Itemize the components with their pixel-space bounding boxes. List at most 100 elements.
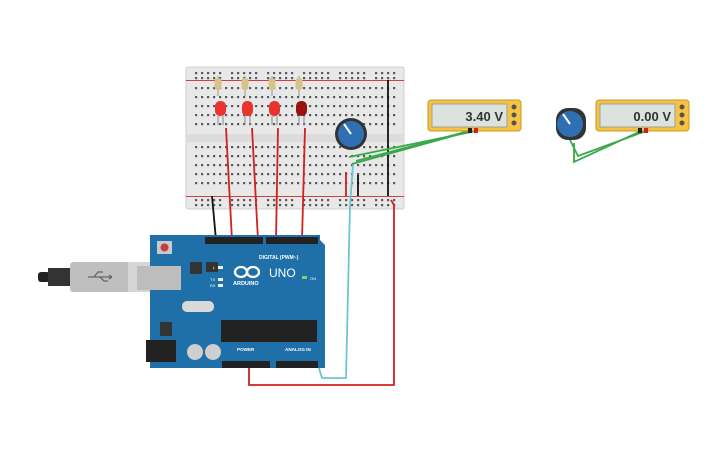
breadboard-hole	[237, 146, 240, 149]
breadboard-hole	[291, 123, 294, 126]
breadboard-hole	[351, 77, 354, 80]
breadboard-hole	[285, 123, 288, 126]
breadboard-hole	[363, 77, 366, 80]
breadboard-hole	[243, 173, 246, 176]
breadboard-hole	[285, 146, 288, 149]
breadboard-hole	[333, 155, 336, 158]
breadboard-hole	[273, 77, 276, 80]
breadboard-hole	[225, 114, 228, 117]
breadboard-hole	[309, 114, 312, 117]
breadboard[interactable]	[185, 66, 405, 210]
breadboard-hole	[351, 114, 354, 117]
breadboard-hole	[279, 105, 282, 108]
breadboard-hole	[309, 105, 312, 108]
breadboard-hole	[315, 72, 318, 75]
breadboard-hole	[267, 199, 270, 202]
breadboard-hole	[339, 114, 342, 117]
breadboard-hole	[321, 105, 324, 108]
breadboard-hole	[327, 105, 330, 108]
breadboard-hole	[225, 146, 228, 149]
multimeter-2[interactable]: 0.00 V	[595, 99, 690, 133]
breadboard-hole	[285, 182, 288, 185]
breadboard-hole	[249, 72, 252, 75]
breadboard-hole	[195, 87, 198, 90]
breadboard-hole	[357, 105, 360, 108]
breadboard-hole	[315, 87, 318, 90]
breadboard-hole	[255, 123, 258, 126]
breadboard-hole	[363, 199, 366, 202]
breadboard-hole	[363, 173, 366, 176]
breadboard-hole	[273, 204, 276, 207]
breadboard-hole	[213, 146, 216, 149]
breadboard-hole	[213, 204, 216, 207]
breadboard-hole	[375, 105, 378, 108]
usb-cable[interactable]	[38, 262, 154, 292]
breadboard-hole	[345, 155, 348, 158]
breadboard-hole	[213, 164, 216, 167]
breadboard-hole	[357, 96, 360, 99]
wires[interactable]	[211, 80, 647, 386]
breadboard-hole	[201, 164, 204, 167]
breadboard-hole	[255, 146, 258, 149]
breadboard-hole	[321, 123, 324, 126]
breadboard-hole	[225, 123, 228, 126]
breadboard-hole	[381, 146, 384, 149]
breadboard-hole	[207, 96, 210, 99]
breadboard-hole	[243, 155, 246, 158]
breadboard-hole	[207, 146, 210, 149]
breadboard-hole	[339, 146, 342, 149]
breadboard-hole	[201, 204, 204, 207]
breadboard-hole	[369, 123, 372, 126]
breadboard-hole	[279, 199, 282, 202]
breadboard-hole	[213, 199, 216, 202]
breadboard-hole	[309, 199, 312, 202]
breadboard-hole	[309, 87, 312, 90]
breadboard-hole	[225, 182, 228, 185]
breadboard-hole	[393, 72, 396, 75]
breadboard-hole	[219, 204, 222, 207]
breadboard-hole	[231, 105, 234, 108]
breadboard-hole	[213, 96, 216, 99]
breadboard-hole	[267, 146, 270, 149]
breadboard-hole	[321, 96, 324, 99]
breadboard-hole	[375, 199, 378, 202]
power-jack	[146, 340, 176, 362]
breadboard-hole	[207, 199, 210, 202]
potentiometer-2[interactable]	[556, 108, 586, 140]
breadboard-hole	[327, 123, 330, 126]
breadboard-hole	[345, 96, 348, 99]
breadboard-hole	[207, 77, 210, 80]
arduino-uno[interactable]: ARDUINO UNO DIGITAL (PWM~) POWER ANALOG …	[137, 235, 325, 368]
breadboard-hole	[309, 164, 312, 167]
breadboard-hole	[375, 164, 378, 167]
wire-5v	[248, 199, 395, 386]
breadboard-hole	[219, 77, 222, 80]
breadboard-hole	[207, 123, 210, 126]
resistor-4	[295, 76, 303, 96]
multimeter-1[interactable]: 3.40 V	[427, 99, 522, 133]
analog-header	[276, 361, 318, 368]
breadboard-hole	[237, 114, 240, 117]
digital-header-right	[266, 237, 318, 244]
breadboard-hole	[273, 72, 276, 75]
breadboard-hole	[261, 96, 264, 99]
breadboard-hole	[237, 96, 240, 99]
breadboard-hole	[393, 114, 396, 117]
breadboard-hole	[195, 123, 198, 126]
breadboard-hole	[279, 155, 282, 158]
breadboard-hole	[369, 164, 372, 167]
potentiometer-1[interactable]	[335, 118, 367, 150]
breadboard-hole	[315, 199, 318, 202]
breadboard-hole	[267, 204, 270, 207]
breadboard-hole	[255, 105, 258, 108]
breadboard-hole	[291, 199, 294, 202]
breadboard-hole	[381, 182, 384, 185]
breadboard-hole	[321, 204, 324, 207]
breadboard-hole	[375, 96, 378, 99]
breadboard-hole	[249, 96, 252, 99]
breadboard-hole	[357, 114, 360, 117]
breadboard-hole	[201, 87, 204, 90]
breadboard-hole	[279, 164, 282, 167]
breadboard-hole	[381, 123, 384, 126]
